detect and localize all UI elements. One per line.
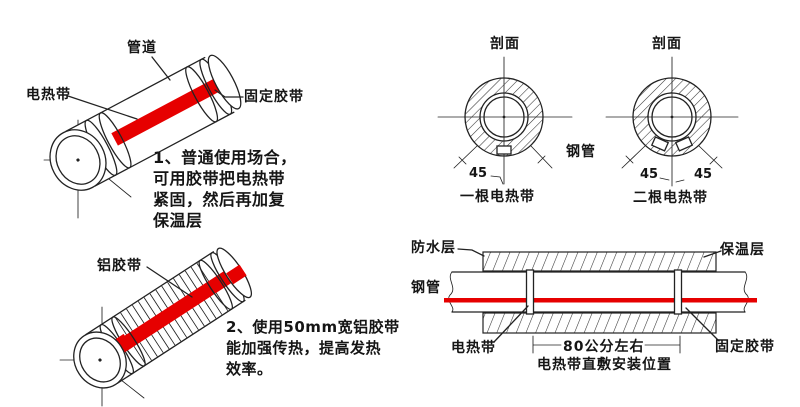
section-title-double: 剖面: [652, 36, 682, 52]
section-caption-double: 二根电热带: [633, 190, 708, 206]
note-line: 保温层: [153, 211, 203, 230]
waterproof-layer-label: 防水层: [411, 240, 456, 256]
alu-tape-label: 铝胶带: [97, 258, 142, 274]
insulation-layer-label: 保温层: [720, 242, 765, 258]
heat-band-cross-section: [650, 136, 670, 152]
heat-band-stripe: [81, 78, 221, 162]
angle-label: 45: [469, 166, 488, 181]
note-line: 可用胶带把电热带: [153, 169, 286, 188]
alu-pipe-drawing: [59, 247, 252, 407]
steel-pipe-label: 钢管: [566, 144, 596, 160]
fixing-tape-mark: [673, 269, 683, 315]
heat-band-cross-section: [496, 145, 512, 155]
insulation-top-layer: [482, 251, 717, 272]
pipe-label: 管道: [127, 40, 157, 56]
installation-layout-drawing: [444, 248, 757, 354]
single-band-section-drawing: [437, 56, 573, 185]
steel-pipe-label: 钢管: [411, 280, 441, 296]
note-line: 1、普通使用场合，: [153, 148, 297, 167]
spacing-dimension: 80公分左右: [563, 339, 645, 355]
taped-pipe-drawing: [43, 54, 244, 219]
heat-band-cross-section: [674, 136, 694, 152]
usage-note-2: 2、使用50mm宽铝胶带 能加强传热，提高发热 效率。: [226, 317, 400, 380]
note-line: 效率。: [226, 360, 273, 378]
note-line: 能加强传热，提高发热: [226, 339, 382, 357]
heat-band-label: 电热带: [451, 340, 496, 356]
heat-band-line: [444, 298, 757, 303]
fixing-tape-label: 固定胶带: [244, 89, 304, 105]
fixing-tape-label: 固定胶带: [715, 339, 775, 355]
note-line: 紧固，然后再加复: [153, 190, 286, 209]
angle-label: 45: [640, 167, 659, 182]
layout-caption: 电热带直敷安装位置: [537, 357, 672, 373]
heat-band-stripe: [106, 269, 235, 360]
section-title-single: 剖面: [490, 36, 520, 52]
double-band-section-drawing: [605, 56, 739, 187]
section-caption-single: 一根电热带: [460, 189, 535, 205]
insulation-bottom-layer: [482, 312, 717, 334]
heat-band-label: 电热带: [26, 87, 71, 103]
usage-note-1: 1、普通使用场合， 可用胶带把电热带 紧固，然后再加复 保温层: [153, 147, 297, 231]
fixing-tape-mark: [525, 269, 535, 315]
note-line: 2、使用50mm宽铝胶带: [226, 318, 400, 336]
angle-label: 45: [694, 167, 713, 182]
